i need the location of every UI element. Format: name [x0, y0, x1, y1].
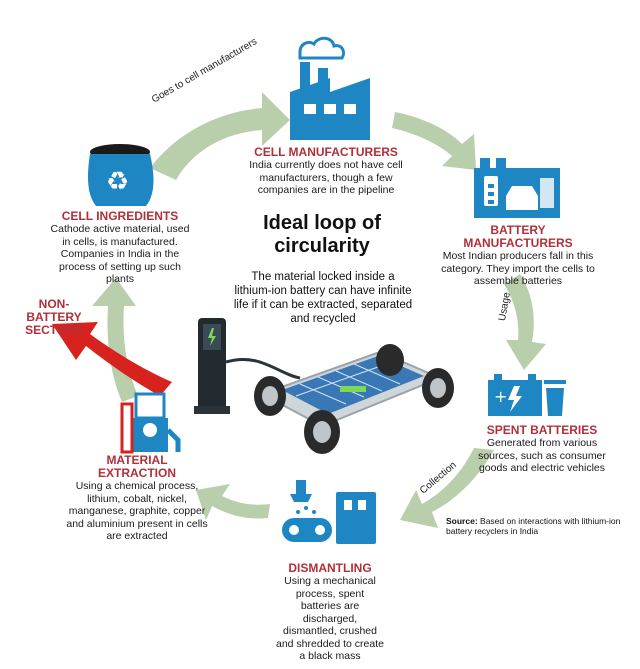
spent-battery-icon: + — [488, 374, 566, 416]
arrow-dismantling-to-extraction — [196, 484, 270, 520]
stage-title: NON-BATTERY SECTORS — [25, 297, 83, 337]
stage-title: MATERIAL EXTRACTION — [98, 453, 176, 480]
stage-battery-manufacturers: BATTERY MANUFACTURERS Most Indian produc… — [438, 224, 598, 288]
stage-dismantling: DISMANTLING Using a mechanical process, … — [276, 562, 384, 663]
center-description: The material locked inside a lithium-ion… — [233, 271, 413, 325]
stage-text: Using a chemical process, lithium, cobal… — [66, 480, 208, 542]
battery-factory-icon — [474, 158, 560, 218]
stage-material-extraction: MATERIAL EXTRACTION Using a chemical pro… — [64, 454, 210, 543]
source-label: Source: — [446, 516, 478, 526]
stage-non-battery: NON-BATTERY SECTORS — [14, 298, 94, 337]
arrow-battery-to-spent — [504, 274, 546, 370]
stage-title: DISMANTLING — [288, 561, 372, 575]
stage-title: CELL INGREDIENTS — [61, 209, 179, 223]
arrow-spent-to-dismantling — [400, 448, 494, 528]
svg-text:+: + — [494, 387, 507, 406]
arrow-ingredients-to-cell — [150, 92, 290, 180]
stage-text: India currently does not have cell manuf… — [249, 159, 403, 196]
stage-text: Cathode active material, used in cells, … — [50, 223, 190, 285]
ev-chassis-illustration — [254, 344, 454, 454]
ev-charger-icon — [194, 318, 301, 414]
arrow-extraction-to-ingredients — [92, 278, 138, 402]
stage-title: SPENT BATTERIES — [486, 423, 598, 437]
stage-text: Most Indian producers fall in this categ… — [441, 250, 595, 287]
dismantling-icon — [282, 480, 376, 544]
recycle-bag-icon: ♻ — [88, 144, 154, 206]
source-note: Source: Based on interactions with lithi… — [446, 516, 626, 536]
cycle-arrows — [92, 92, 546, 528]
stage-spent-batteries: SPENT BATTERIES Generated from various s… — [474, 424, 610, 475]
svg-text:♻: ♻ — [106, 167, 129, 197]
lab-extraction-icon — [120, 392, 181, 454]
arrow-to-non-battery — [52, 322, 172, 396]
factory-icon — [290, 36, 370, 140]
stage-title: CELL MANUFACTURERS — [254, 145, 398, 159]
center-block: Ideal loop of circularity — [222, 212, 422, 258]
stage-cell-manufacturers: CELL MANUFACTURERS India currently does … — [248, 146, 404, 197]
stage-text: Using a mechanical process, spent batter… — [276, 575, 384, 662]
source-text: Based on interactions with lithium-ion b… — [446, 516, 621, 536]
stage-title: BATTERY MANUFACTURERS — [463, 223, 573, 250]
arrow-cell-to-battery — [392, 112, 476, 170]
center-title: Ideal loop of circularity — [263, 212, 381, 257]
stage-cell-ingredients: CELL INGREDIENTS Cathode active material… — [50, 210, 190, 286]
stage-text: Generated from various sources, such as … — [478, 437, 606, 474]
